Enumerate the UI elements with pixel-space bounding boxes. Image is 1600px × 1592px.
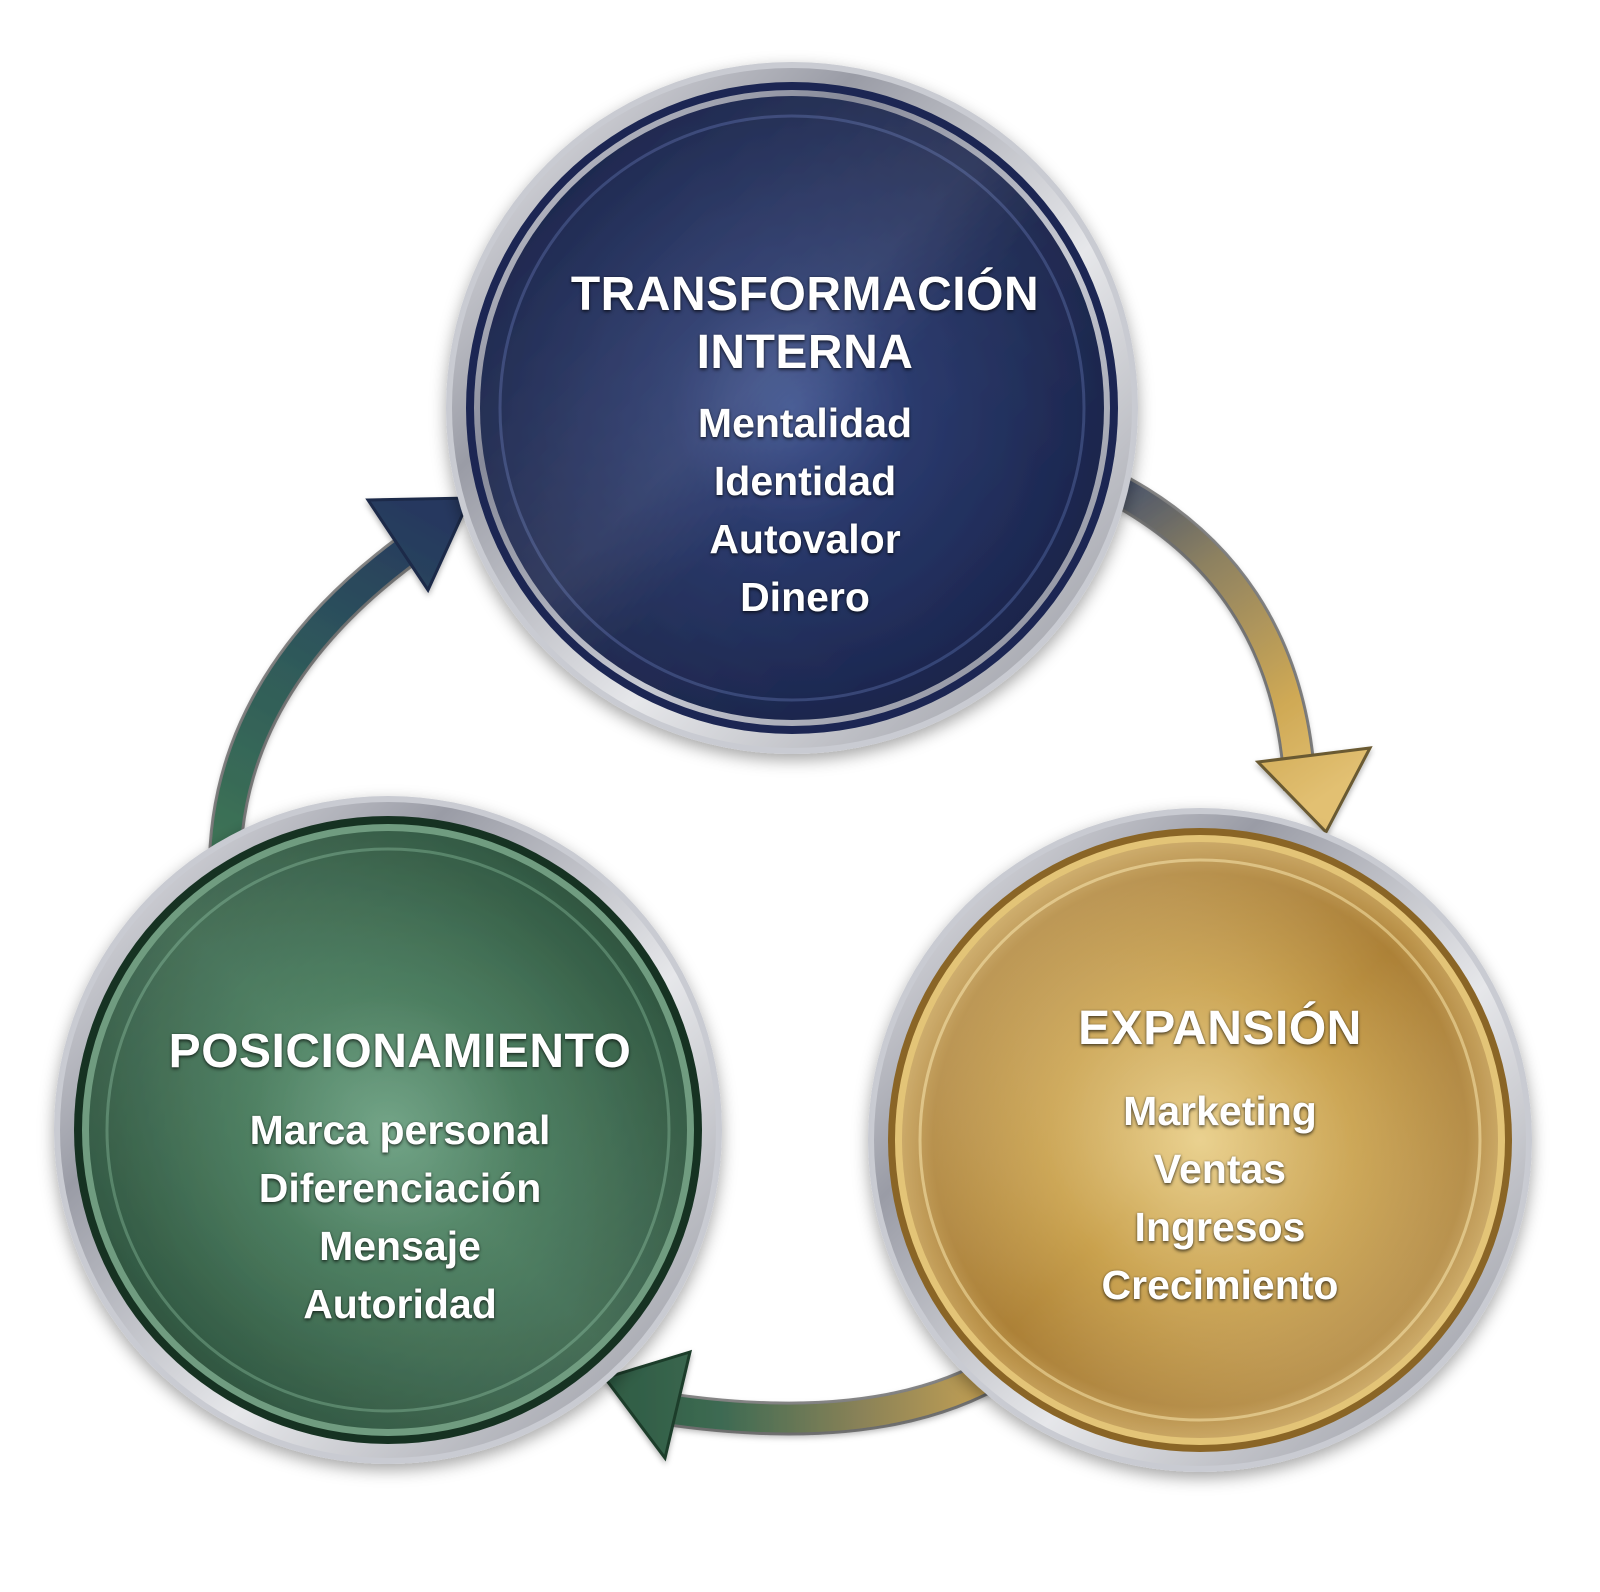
node-title: EXPANSIÓN	[960, 1000, 1480, 1058]
node-items-list: Mentalidad Identidad Autovalor Dinero	[540, 394, 1070, 626]
node-item: Ventas	[1153, 1146, 1287, 1192]
node-title-line: TRANSFORMACIÓN	[570, 268, 1040, 321]
node-title-line: POSICIONAMIENTO	[168, 1025, 632, 1078]
circle-expansion	[868, 808, 1532, 1472]
node-title: TRANSFORMACIÓN INTERNA	[540, 266, 1070, 382]
node-item: Mensaje	[319, 1223, 481, 1269]
node-item: Identidad	[713, 458, 897, 504]
node-transformacion-text: TRANSFORMACIÓN INTERNA Mentalidad Identi…	[540, 266, 1070, 626]
node-item: Marca personal	[249, 1107, 551, 1153]
node-items-list: Marketing Ventas Ingresos Crecimiento	[960, 1082, 1480, 1314]
node-title-line: EXPANSIÓN	[1078, 1002, 1362, 1055]
node-item: Autoridad	[303, 1281, 497, 1327]
arrow-transformacion-to-expansion	[1087, 462, 1373, 835]
node-posicionamiento-text: POSICIONAMIENTO Marca personal Diferenci…	[130, 1023, 670, 1333]
node-item: Crecimiento	[1101, 1262, 1339, 1308]
circle-posicionamiento	[54, 796, 722, 1464]
node-title: POSICIONAMIENTO	[130, 1023, 670, 1081]
node-item: Ingresos	[1134, 1204, 1306, 1250]
node-item: Mentalidad	[697, 400, 913, 446]
node-title-line: INTERNA	[696, 326, 914, 379]
arrow-posicionamiento-to-transformacion	[208, 496, 473, 861]
node-expansion-text: EXPANSIÓN Marketing Ventas Ingresos Crec…	[960, 1000, 1480, 1314]
arrow-expansion-to-posicionamiento	[602, 1349, 999, 1462]
node-item: Autovalor	[709, 516, 901, 562]
node-items-list: Marca personal Diferenciación Mensaje Au…	[130, 1101, 670, 1333]
circle-transformacion	[446, 62, 1138, 754]
node-item: Dinero	[740, 574, 870, 620]
node-item: Diferenciación	[258, 1165, 542, 1211]
node-item: Marketing	[1123, 1088, 1317, 1134]
